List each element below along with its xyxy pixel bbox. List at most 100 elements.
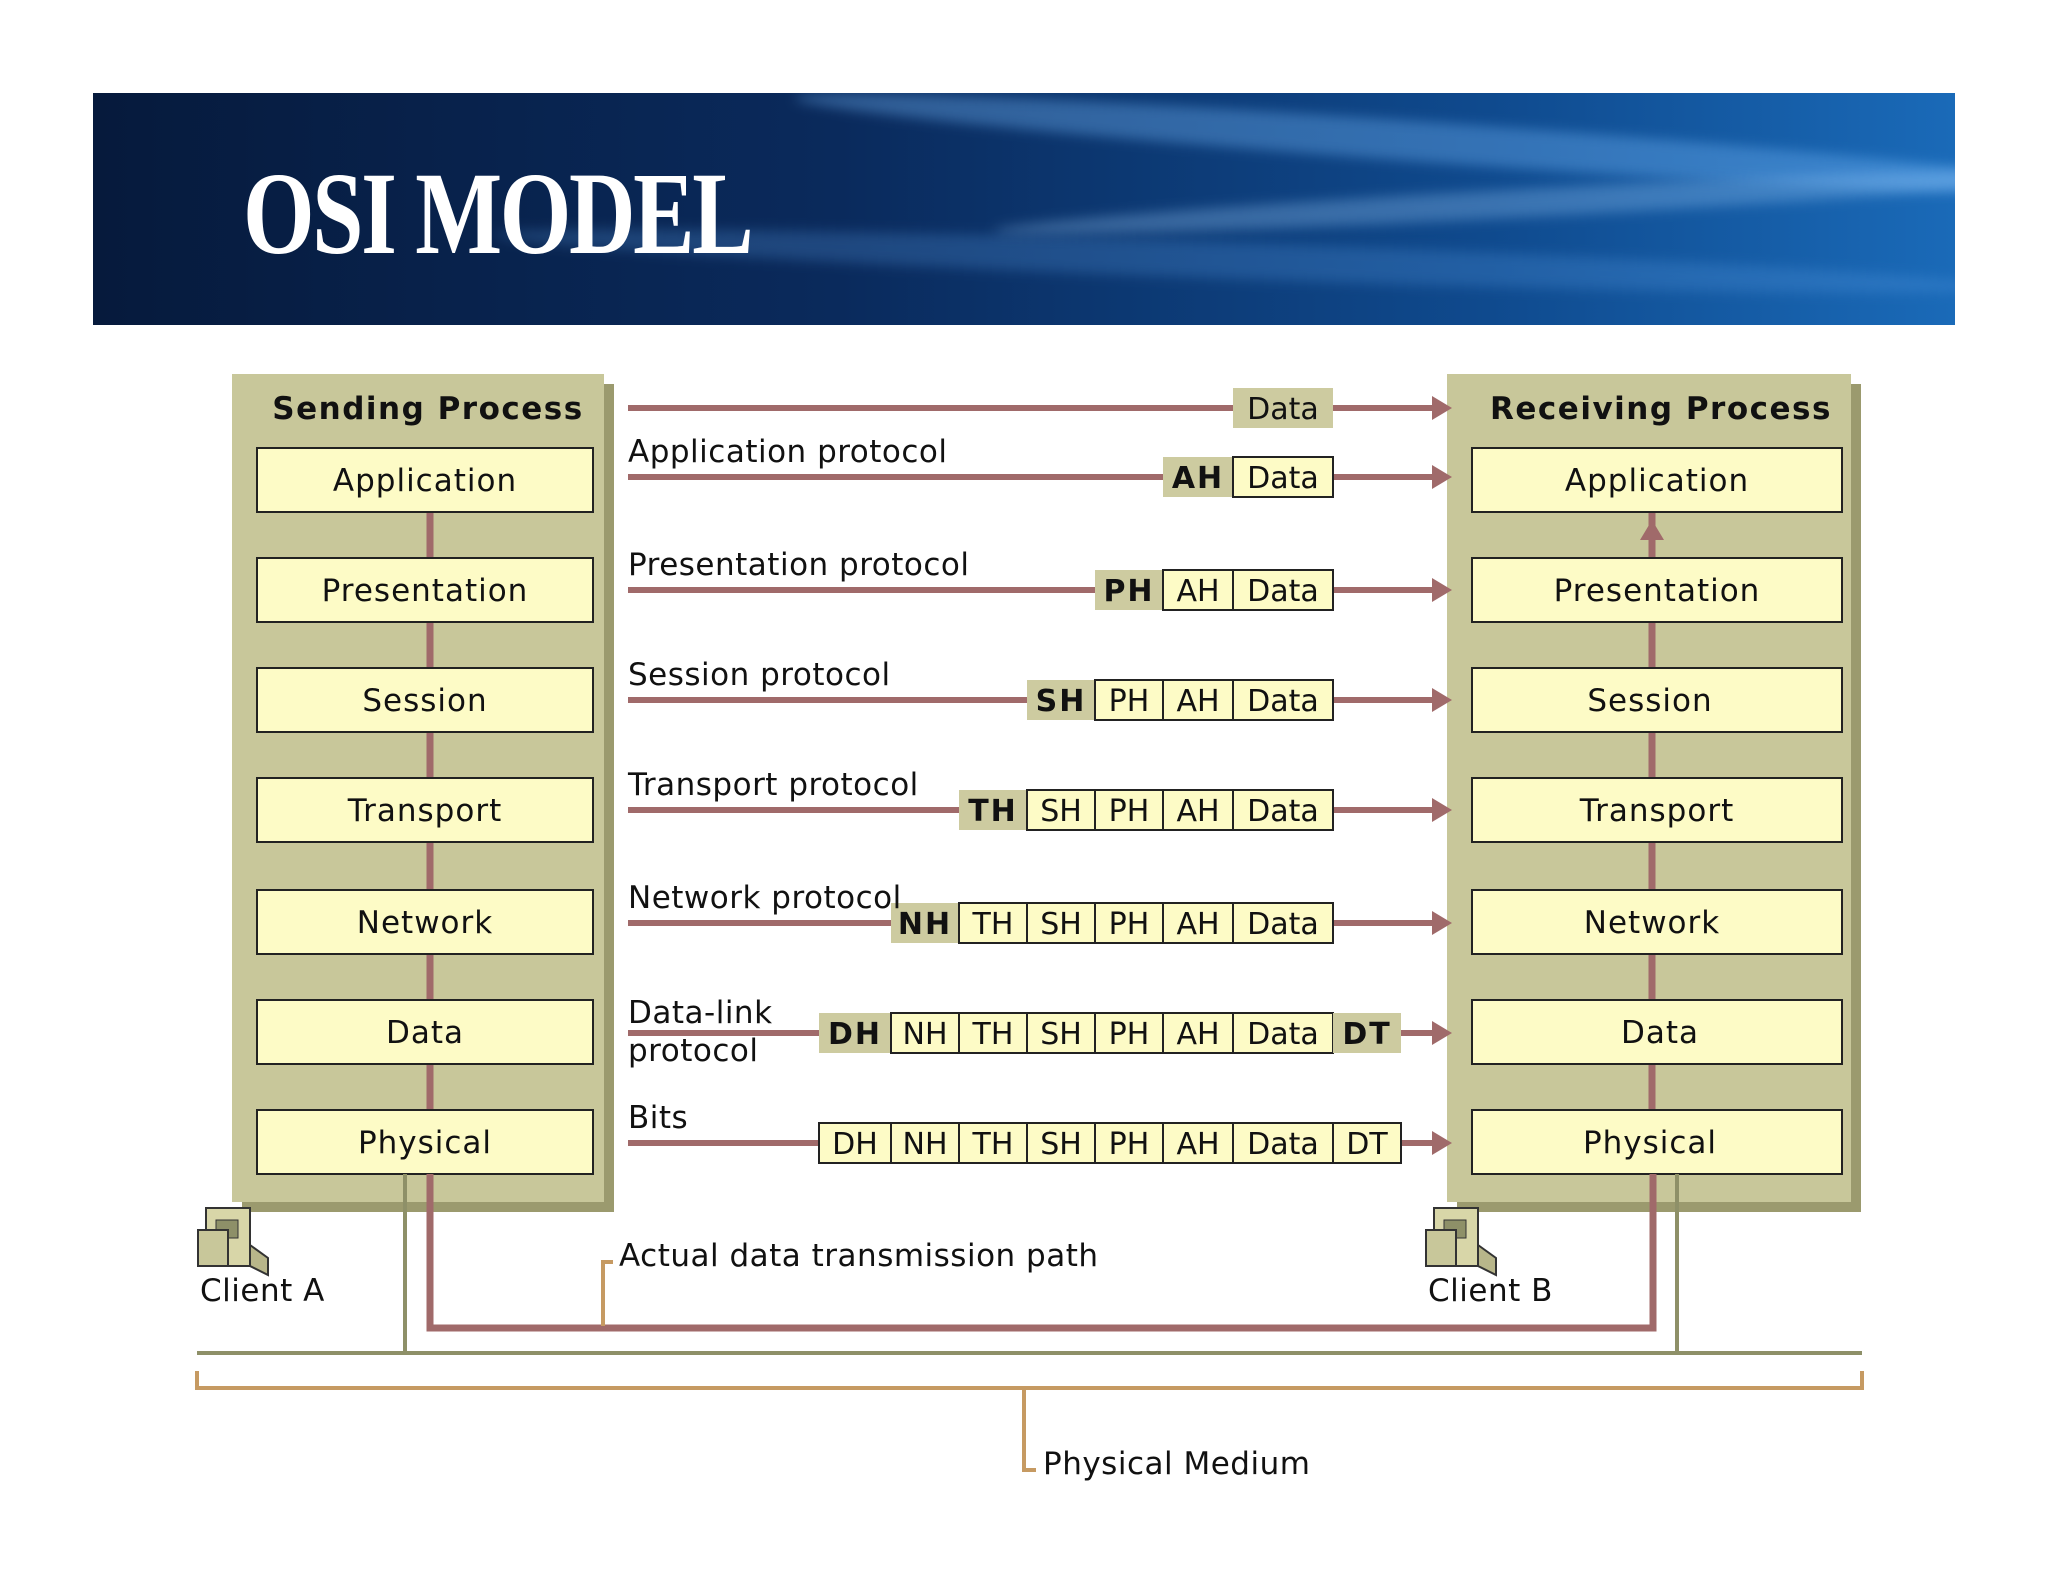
physical-medium-wiring <box>197 1174 1862 1355</box>
cell-label: AH <box>1176 907 1219 942</box>
cell-box <box>1232 456 1334 498</box>
cell-box <box>1232 902 1334 944</box>
protocol-label: Session protocol <box>628 657 891 693</box>
receiving-layer-physical: Physical <box>1471 1109 1843 1175</box>
cell-label: NH <box>898 907 952 942</box>
header-cell-ah: AH <box>1162 1122 1234 1164</box>
cell-label: Data <box>1247 461 1319 496</box>
cell-label: DH <box>832 1127 878 1162</box>
protocol-label: Transport protocol <box>627 767 919 803</box>
cell-label: Data <box>1247 574 1319 609</box>
arrow-head-icon <box>1432 688 1452 712</box>
cell-label: Data <box>1247 392 1319 427</box>
header-cell-th: TH <box>958 1122 1028 1164</box>
arrow-head-icon <box>1432 1131 1452 1155</box>
cell-box <box>1162 1122 1234 1164</box>
cell-box <box>819 1013 891 1053</box>
cell-box <box>1162 789 1234 831</box>
header-cell-data: Data <box>1233 388 1333 428</box>
header-cell-dh: DH <box>819 1013 891 1053</box>
protocol-label: Presentation protocol <box>628 547 970 583</box>
arrow-head-icon <box>1432 396 1452 420</box>
receiving-layer-label: Network <box>1584 905 1720 941</box>
cell-label: TH <box>972 1127 1014 1162</box>
cell-box <box>1232 569 1334 611</box>
cell-box <box>1162 569 1234 611</box>
header-cell-sh: SH <box>1026 1122 1096 1164</box>
client-a-label: Client A <box>200 1273 325 1309</box>
client-b: Client B <box>1425 1207 1553 1309</box>
cell-label: NH <box>903 1127 948 1162</box>
receiving-layer-transport: Transport <box>1471 777 1843 843</box>
header-cell-ah: AH <box>1162 1012 1234 1054</box>
cell-label: AH <box>1176 1127 1219 1162</box>
arrow-head-icon <box>1432 465 1452 489</box>
cell-box <box>1232 789 1334 831</box>
computer-icon <box>1425 1207 1497 1277</box>
cell-label: DT <box>1342 1017 1391 1052</box>
receiving-layer-label: Transport <box>1579 793 1734 829</box>
cell-box <box>1162 679 1234 721</box>
cell-label: TH <box>972 907 1014 942</box>
header-cell-ph: PH <box>1094 1122 1164 1164</box>
cell-label: Data <box>1247 794 1319 829</box>
sending-layer-label: Data <box>386 1015 464 1051</box>
cell-box <box>890 1122 960 1164</box>
physical-medium-bracket <box>195 1371 1864 1472</box>
cell-box <box>1094 1122 1164 1164</box>
cell-box <box>1233 388 1333 428</box>
header-cell-nh: NH <box>891 903 959 943</box>
receiving-process-title: Receiving Process <box>1490 391 1832 427</box>
header-cell-ph: PH <box>1094 1012 1164 1054</box>
header-cell-ah: AH <box>1162 679 1234 721</box>
cell-label: Data <box>1247 1127 1319 1162</box>
header-cell-ph: PH <box>1094 679 1164 721</box>
cell-label: SH <box>1040 1017 1082 1052</box>
cell-label: PH <box>1103 574 1154 609</box>
sending-layer-label: Transport <box>347 793 502 829</box>
cell-label: TH <box>968 794 1018 829</box>
cell-box <box>818 1122 892 1164</box>
cell-label: TH <box>972 1017 1014 1052</box>
cell-label: SH <box>1040 1127 1082 1162</box>
slide-title: OSI MODEL <box>243 148 754 279</box>
client-b-label: Client B <box>1428 1273 1553 1309</box>
protocol-label: protocol <box>628 1033 758 1069</box>
header-cell-data: Data <box>1232 789 1334 831</box>
header-cell-ph: PH <box>1094 902 1164 944</box>
header-cell-ah: AH <box>1162 789 1234 831</box>
header-cell-dh: DH <box>818 1122 892 1164</box>
sending-layer-label: Session <box>362 683 487 719</box>
cell-box <box>1232 1122 1334 1164</box>
arrow-head-icon <box>1432 911 1452 935</box>
cell-box <box>1332 1122 1402 1164</box>
title-banner: OSI MODEL <box>93 93 1955 325</box>
header-cell-ah: AH <box>1162 569 1234 611</box>
header-cell-sh: SH <box>1026 1012 1096 1054</box>
header-cell-data: Data <box>1232 569 1334 611</box>
cell-box <box>1095 570 1163 610</box>
receiving-layer-label: Data <box>1621 1015 1699 1051</box>
cell-box <box>959 790 1027 830</box>
sending-layer-session: Session <box>256 667 594 733</box>
header-cell-dt: DT <box>1333 1013 1401 1053</box>
cell-label: Data <box>1247 907 1319 942</box>
cell-label: Data <box>1247 684 1319 719</box>
header-cell-ah: AH <box>1162 902 1234 944</box>
receiving-layer-presentation: Presentation <box>1471 557 1843 623</box>
header-cell-nh: NH <box>890 1012 960 1054</box>
cell-label: Data <box>1247 1017 1319 1052</box>
sending-layer-label: Physical <box>358 1125 492 1161</box>
header-cell-dt: DT <box>1332 1122 1402 1164</box>
sending-layer-label: Application <box>333 463 517 499</box>
header-cell-data: Data <box>1232 679 1334 721</box>
receiving-layer-label: Session <box>1587 683 1712 719</box>
cell-label: PH <box>1109 1017 1150 1052</box>
cell-label: PH <box>1109 1127 1150 1162</box>
arrow-head-icon <box>1432 578 1452 602</box>
header-cell-th: TH <box>959 790 1027 830</box>
cell-box <box>890 1012 960 1054</box>
